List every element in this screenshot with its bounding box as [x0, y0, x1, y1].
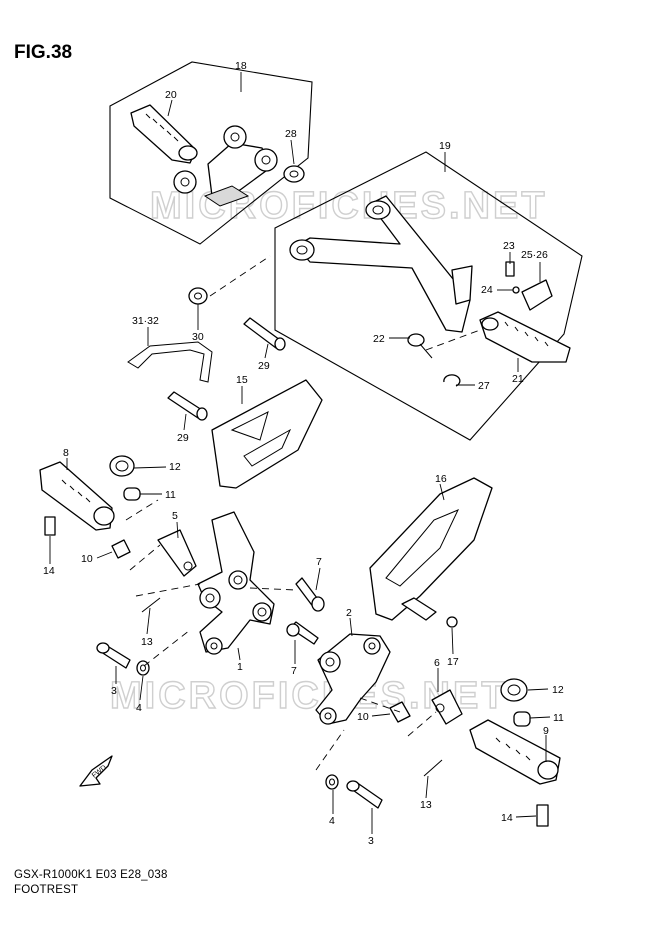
- callout-16: 16: [435, 473, 447, 485]
- figure-name: FOOTREST: [14, 884, 79, 896]
- footpeg-hardware-left: [44, 455, 197, 613]
- callout-21: 21: [512, 373, 524, 385]
- callout-8: 8: [63, 447, 69, 459]
- callout-12-left: 12: [169, 461, 181, 473]
- callout-24: 24: [481, 284, 493, 296]
- callout-29-upper: 29: [258, 360, 270, 372]
- callout-30: 30: [192, 331, 204, 343]
- assembly-lines: [125, 255, 481, 771]
- callout-13-left: 13: [141, 636, 153, 648]
- callout-17: 17: [447, 656, 459, 668]
- callout-4-left: 4: [136, 702, 142, 714]
- callout-6: 6: [434, 657, 440, 669]
- callout-23: 23: [503, 240, 515, 252]
- callout-4-right: 4: [329, 815, 335, 827]
- fwd-arrow: FWD: [79, 755, 113, 787]
- footpeg-9: [325, 678, 561, 827]
- callout-12-right: 12: [552, 684, 564, 696]
- callout-15: 15: [236, 374, 248, 386]
- leader-lines: [49, 72, 551, 834]
- callout-11-right: 11: [553, 712, 564, 724]
- callout-7-upper: 7: [316, 556, 322, 568]
- callout-29-lower: 29: [177, 432, 189, 444]
- callout-7-lower: 7: [291, 665, 297, 677]
- callout-18: 18: [235, 60, 247, 72]
- callout-1: 1: [237, 661, 243, 673]
- heel-guard-16: [369, 477, 493, 621]
- callout-28: 28: [285, 128, 297, 140]
- callout-31-32: 31·32: [132, 315, 159, 327]
- footrest-assembly-18: [130, 104, 305, 207]
- assembly-box-19: [274, 151, 583, 441]
- fasteners-upper: [127, 287, 286, 421]
- callout-3-left: 3: [111, 685, 117, 697]
- callout-14-right: 14: [501, 812, 513, 824]
- callout-5: 5: [172, 510, 178, 522]
- callout-27: 27: [478, 380, 490, 392]
- callout-19: 19: [439, 140, 451, 152]
- callout-10-right: 10: [357, 711, 369, 723]
- callout-3-right: 3: [368, 835, 374, 847]
- footrest-bracket-19: [289, 195, 571, 387]
- callout-25-26: 25·26: [521, 249, 548, 261]
- callout-14-left: 14: [43, 565, 55, 577]
- footpeg-8: [39, 461, 115, 531]
- callout-2: 2: [346, 607, 352, 619]
- fwd-arrow-label: FWD: [91, 764, 108, 779]
- callout-11-left: 11: [165, 489, 176, 501]
- callout-labels: 18 20 28 19 23 25·26 24 22 21 27 31·32 3…: [43, 60, 564, 847]
- callout-9: 9: [543, 725, 549, 737]
- callout-22: 22: [373, 333, 385, 345]
- callout-10-left: 10: [81, 553, 93, 565]
- heel-guard-15: [211, 379, 323, 489]
- assembly-box-18: [109, 61, 313, 245]
- footrest-bracket-1: [197, 511, 275, 655]
- callout-13-right: 13: [420, 799, 432, 811]
- model-code: GSX-R1000K1 E03 E28_038: [14, 869, 168, 881]
- figure-title: FIG.38: [14, 42, 73, 63]
- footrest-bracket-2: [315, 597, 458, 725]
- callout-20: 20: [165, 89, 177, 101]
